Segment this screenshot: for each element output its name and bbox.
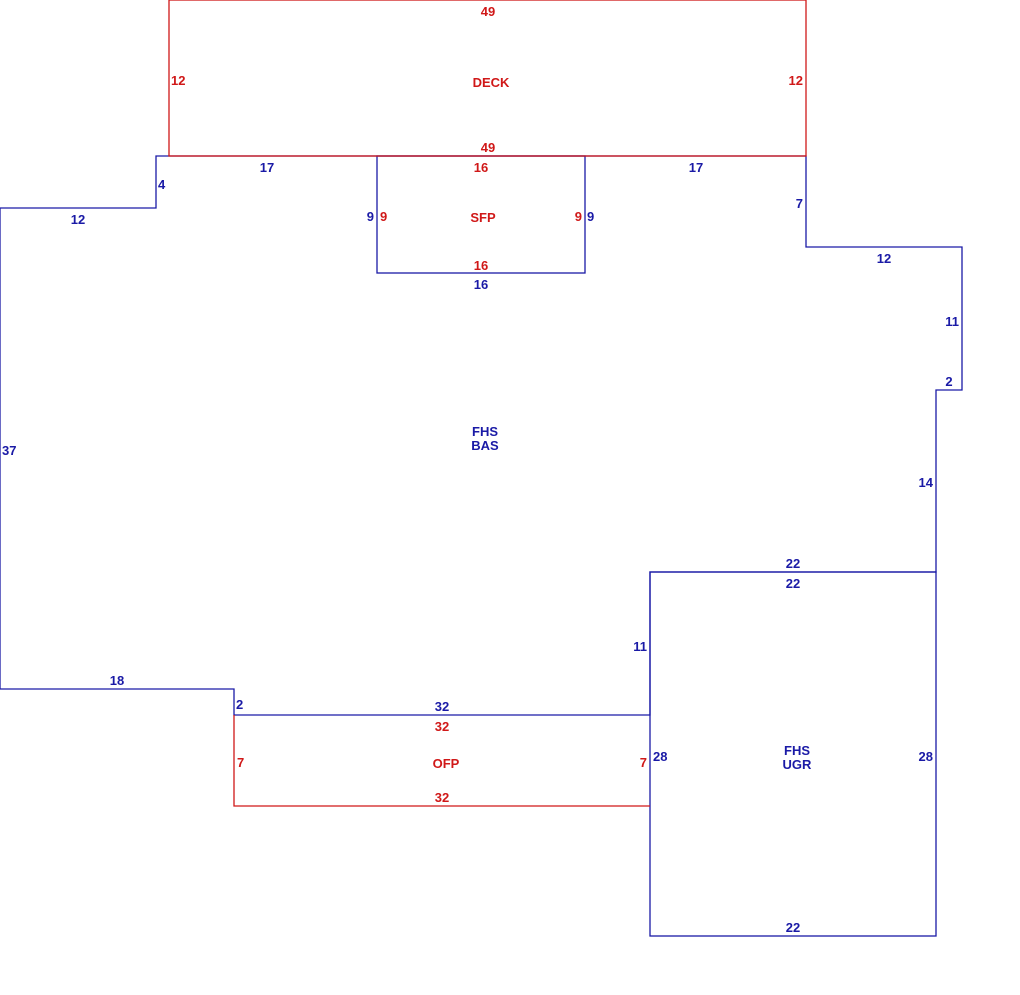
bas-right-step-dim: 2 (945, 374, 952, 389)
ofp-outline (233, 715, 650, 807)
bas-top-left-dim: 17 (260, 160, 274, 175)
bas-right-h-dim: 12 (877, 251, 891, 266)
sfp-right-dim: 9 (575, 209, 582, 224)
deck-top-dim: 49 (481, 4, 495, 19)
bas-step-bottom-dim: 2 (236, 697, 243, 712)
sfp-bottom-dim: 16 (474, 258, 488, 273)
bas-ugr-top-dim: 22 (786, 556, 800, 571)
deck-left-dim: 12 (171, 73, 185, 88)
ofp-top-dim: 32 (435, 719, 449, 734)
deck-outline (168, 0, 807, 157)
bas-ugr-left-dim: 11 (633, 639, 647, 654)
bas-area-label-2: BAS (471, 438, 499, 453)
sfp-left-dim: 9 (380, 209, 387, 224)
sfp-top-dim: 16 (474, 160, 488, 175)
bas-step-left-dim: 4 (158, 177, 166, 192)
ugr-area-label-1: FHS (784, 743, 810, 758)
bas-area-label-1: FHS (472, 424, 498, 439)
bas-right-lower-dim: 14 (919, 475, 934, 490)
ugr-left-dim: 28 (653, 749, 667, 764)
bas-sfp-right-dim: 9 (587, 209, 594, 224)
deck-right-dim: 12 (789, 73, 803, 88)
bas-sfp-bottom-dim: 16 (474, 277, 488, 292)
ugr-outline (649, 571, 937, 937)
ofp-bottom-dim: 32 (435, 790, 449, 805)
bas-step-left-h-dim: 12 (71, 212, 85, 227)
bas-sfp-left-dim: 9 (367, 209, 374, 224)
bas-right-upper-dim: 7 (796, 196, 803, 211)
ugr-top-dim: 22 (786, 576, 800, 591)
sfp-area-label: SFP (470, 210, 496, 225)
bas-left-dim: 37 (2, 443, 16, 458)
bas-bottom-dim: 32 (435, 699, 449, 714)
ofp-left-dim: 7 (237, 755, 244, 770)
ugr-right-dim: 28 (919, 749, 933, 764)
ofp-area-label: OFP (433, 756, 460, 771)
ugr-bottom-dim: 22 (786, 920, 800, 935)
bas-right-mid-dim: 11 (945, 314, 959, 329)
ugr-area-label-2: UGR (783, 757, 813, 772)
deck-bottom-dim: 49 (481, 140, 495, 155)
bas-top-right-dim: 17 (689, 160, 703, 175)
deck-area-label: DECK (473, 75, 510, 90)
ofp-right-dim: 7 (640, 755, 647, 770)
bas-bottom-left-dim: 18 (110, 673, 124, 688)
